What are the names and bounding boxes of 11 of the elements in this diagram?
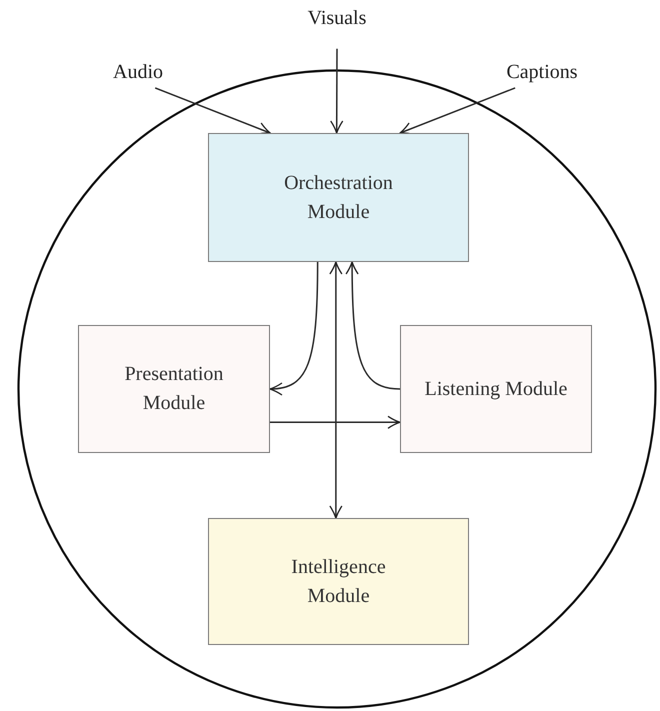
input-label: Audio <box>105 58 171 86</box>
input-label: Captions <box>500 58 584 86</box>
module-label: Intelligence Module <box>290 554 387 608</box>
module-label: Listening Module <box>424 376 568 402</box>
module-label: Orchestration Module <box>283 170 394 224</box>
module-box <box>208 518 469 645</box>
module-box <box>400 325 592 453</box>
module-label: Presentation Module <box>124 362 224 416</box>
module-box <box>208 133 469 262</box>
input-label: Visuals <box>300 4 374 32</box>
module-box <box>78 325 270 453</box>
